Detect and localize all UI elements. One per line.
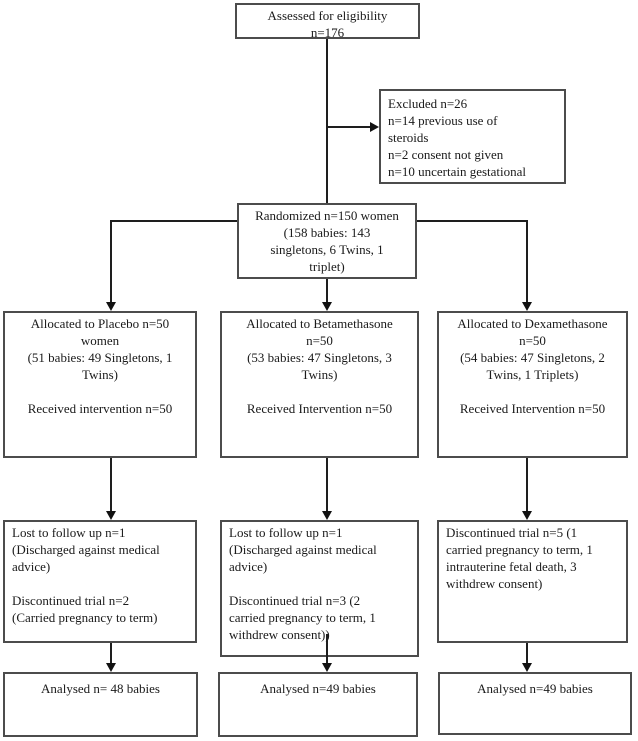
excluded-text: Excluded n=26 n=14 previous use of stero… xyxy=(388,96,527,179)
followup-placebo-box: Lost to follow up n=1 (Discharged agains… xyxy=(3,520,197,643)
connector-randomized-to-betamethasone xyxy=(326,279,328,302)
connector-randomized-to-placebo xyxy=(110,220,112,302)
connector-randomized-to-dexamethasone xyxy=(526,220,528,302)
analysed-dexamethasone-text: Analysed n=49 babies xyxy=(477,681,593,696)
randomized-box: Randomized n=150 women (158 babies: 143 … xyxy=(237,203,417,279)
followup-dexamethasone-text: Discontinued trial n=5 (1 carried pregna… xyxy=(446,525,593,591)
connector-assessed-to-randomized xyxy=(326,39,328,203)
connector-dexamethasone-to-followup xyxy=(526,458,528,511)
analysed-placebo-box: Analysed n= 48 babies xyxy=(3,672,198,737)
analysed-placebo-text: Analysed n= 48 babies xyxy=(41,681,160,696)
followup-dexamethasone-box: Discontinued trial n=5 (1 carried pregna… xyxy=(437,520,628,643)
branch-line-left xyxy=(110,220,237,222)
connector-placebo-to-followup xyxy=(110,458,112,511)
connector-followup-to-analysed-betamethasone xyxy=(326,634,328,663)
connector-followup-to-analysed-placebo xyxy=(110,643,112,663)
followup-betamethasone-box: Lost to follow up n=1 (Discharged agains… xyxy=(220,520,419,657)
arrow-down-betamethasone-icon xyxy=(322,302,332,311)
arrow-down-followup-dexamethasone-icon xyxy=(522,511,532,520)
connector-to-excluded xyxy=(327,126,371,128)
arrow-down-placebo-icon xyxy=(106,302,116,311)
arrow-down-followup-betamethasone-icon xyxy=(322,511,332,520)
allocated-dexamethasone-text: Allocated to Dexamethasone n=50 (54 babi… xyxy=(457,316,608,416)
arrow-down-analysed-betamethasone-icon xyxy=(322,663,332,672)
followup-placebo-text: Lost to follow up n=1 (Discharged agains… xyxy=(12,525,160,625)
connector-betamethasone-to-followup xyxy=(326,458,328,511)
arrow-right-excluded-icon xyxy=(370,122,379,132)
allocated-placebo-text: Allocated to Placebo n=50 women (51 babi… xyxy=(27,316,173,416)
assessed-for-eligibility-text: Assessed for eligibility n=176 xyxy=(267,8,388,40)
arrow-down-analysed-dexamethasone-icon xyxy=(522,663,532,672)
arrow-down-dexamethasone-icon xyxy=(522,302,532,311)
randomized-text: Randomized n=150 women (158 babies: 143 … xyxy=(255,208,399,274)
arrow-down-followup-placebo-icon xyxy=(106,511,116,520)
branch-line-right xyxy=(417,220,528,222)
assessed-for-eligibility-box: Assessed for eligibility n=176 xyxy=(235,3,420,40)
analysed-betamethasone-text: Analysed n=49 babies xyxy=(260,681,376,696)
connector-followup-to-analysed-dexamethasone xyxy=(526,643,528,663)
excluded-box: Excluded n=26 n=14 previous use of stero… xyxy=(379,89,566,184)
analysed-dexamethasone-box: Analysed n=49 babies xyxy=(438,672,632,735)
allocated-placebo-box: Allocated to Placebo n=50 women (51 babi… xyxy=(3,311,197,458)
allocated-betamethasone-text: Allocated to Betamethasone n=50 (53 babi… xyxy=(246,316,393,416)
followup-betamethasone-text: Lost to follow up n=1 (Discharged agains… xyxy=(229,525,377,642)
analysed-betamethasone-box: Analysed n=49 babies xyxy=(218,672,418,737)
allocated-betamethasone-box: Allocated to Betamethasone n=50 (53 babi… xyxy=(220,311,419,458)
allocated-dexamethasone-box: Allocated to Dexamethasone n=50 (54 babi… xyxy=(437,311,628,458)
arrow-down-analysed-placebo-icon xyxy=(106,663,116,672)
